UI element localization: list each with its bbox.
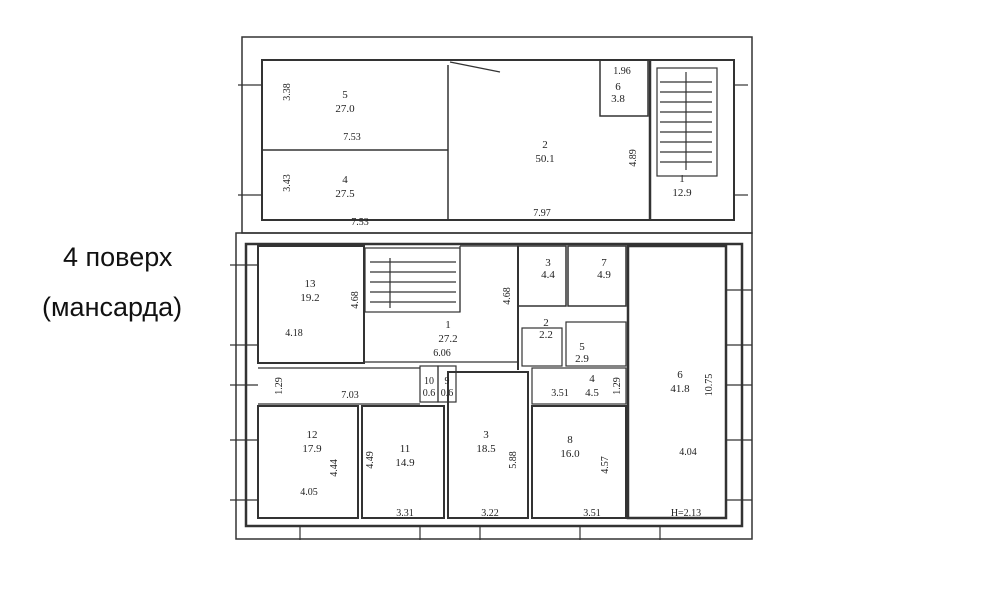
lower-dim-7-03: 7.03: [341, 390, 359, 401]
upper-room-1-area: 12.9: [672, 187, 692, 199]
upper-room-4-num: 4: [342, 174, 348, 186]
lower-room-4-area: 4.5: [585, 387, 599, 399]
upper-room-1-num: 1: [679, 173, 685, 185]
lower-dim-4-18: 4.18: [285, 328, 303, 339]
lower-room-11-area: 14.9: [395, 457, 415, 469]
lower-dim-4-68-b: 4.68: [502, 287, 513, 305]
lower-dim-1-29-a: 1.29: [274, 377, 285, 395]
upper-dim-7-53-b: 7.53: [351, 217, 369, 228]
lower-dim-6-06: 6.06: [433, 348, 451, 359]
lower-dim-4-44: 4.44: [329, 459, 340, 477]
lower-room-11-num: 11: [400, 443, 411, 455]
lower-dim-4-68-a: 4.68: [350, 291, 361, 309]
lower-dim-3-22: 3.22: [481, 508, 499, 519]
lower-room-9-num: 9: [445, 376, 450, 387]
caption-attic: (мансарда): [42, 292, 183, 322]
upper-dim-3-43: 3.43: [282, 174, 293, 192]
lower-dim-3-51-a: 3.51: [551, 388, 569, 399]
lower-room-13-num: 13: [305, 278, 317, 290]
upper-floor-walls: [238, 36, 753, 234]
upper-dim-1-96: 1.96: [613, 66, 631, 77]
lower-room-7-num: 7: [601, 257, 607, 269]
upper-dim-4-89: 4.89: [628, 149, 639, 167]
upper-dim-7-53-a: 7.53: [343, 132, 361, 143]
lower-room-10-area: 0.6: [423, 388, 436, 399]
lower-dim-3-31: 3.31: [396, 508, 414, 519]
lower-dim-4-57: 4.57: [600, 456, 611, 474]
lower-room-4-num: 4: [589, 373, 595, 385]
upper-floor-labels: 5 27.0 4 27.5 2 50.1 6 3.8 1 12.9 3.38 7…: [282, 66, 692, 228]
lower-room-2-area: 2.2: [539, 329, 553, 341]
lower-room-1-num: 1: [445, 319, 451, 331]
upper-room-5-num: 5: [342, 89, 348, 101]
lower-dim-4-04: 4.04: [679, 447, 697, 458]
lower-dim-1-29-b: 1.29: [612, 377, 623, 395]
lower-room-3b-num: 3: [483, 429, 489, 441]
lower-room-3b-area: 18.5: [476, 443, 496, 455]
lower-dim-10-75: 10.75: [704, 374, 715, 397]
caption-floor: 4 поверх: [63, 242, 173, 272]
lower-floor-labels: 13 19.2 1 27.2 3 4.4 7 4.9 6 41.8 2 2.2 …: [274, 257, 715, 519]
lower-room-7-area: 4.9: [597, 269, 611, 281]
lower-room-3-area: 4.4: [541, 269, 555, 281]
lower-dim-3-51-b: 3.51: [583, 508, 601, 519]
lower-dim-height: H=2.13: [671, 508, 701, 519]
lower-room-3-num: 3: [545, 257, 551, 269]
lower-room-6-area: 41.8: [670, 383, 690, 395]
upper-room-5-area: 27.0: [335, 103, 355, 115]
lower-room-2-num: 2: [543, 317, 549, 329]
lower-dim-5-88: 5.88: [508, 451, 519, 469]
lower-room-8-area: 16.0: [560, 448, 580, 460]
upper-room-2-num: 2: [542, 139, 548, 151]
lower-room-5-area: 2.9: [575, 353, 589, 365]
lower-room-13-area: 19.2: [300, 292, 319, 304]
upper-room-4-area: 27.5: [335, 188, 355, 200]
lower-room-1-area: 27.2: [438, 333, 457, 345]
lower-room-5-num: 5: [579, 341, 585, 353]
upper-dim-3-38: 3.38: [282, 83, 293, 101]
lower-room-6-num: 6: [677, 369, 683, 381]
upper-room-2-area: 50.1: [535, 153, 554, 165]
lower-room-8-num: 8: [567, 434, 573, 446]
lower-dim-4-05: 4.05: [300, 487, 318, 498]
lower-room-12-area: 17.9: [302, 443, 322, 455]
upper-room-6-num: 6: [615, 81, 621, 93]
upper-room-6-area: 3.8: [611, 93, 625, 105]
lower-room-10-num: 10: [424, 376, 434, 387]
upper-dim-7-97: 7.97: [533, 208, 551, 219]
lower-room-12-num: 12: [307, 429, 318, 441]
lower-room-9-area: 0.6: [441, 388, 454, 399]
lower-floor-walls: [230, 232, 753, 540]
lower-dim-4-49: 4.49: [365, 451, 376, 469]
